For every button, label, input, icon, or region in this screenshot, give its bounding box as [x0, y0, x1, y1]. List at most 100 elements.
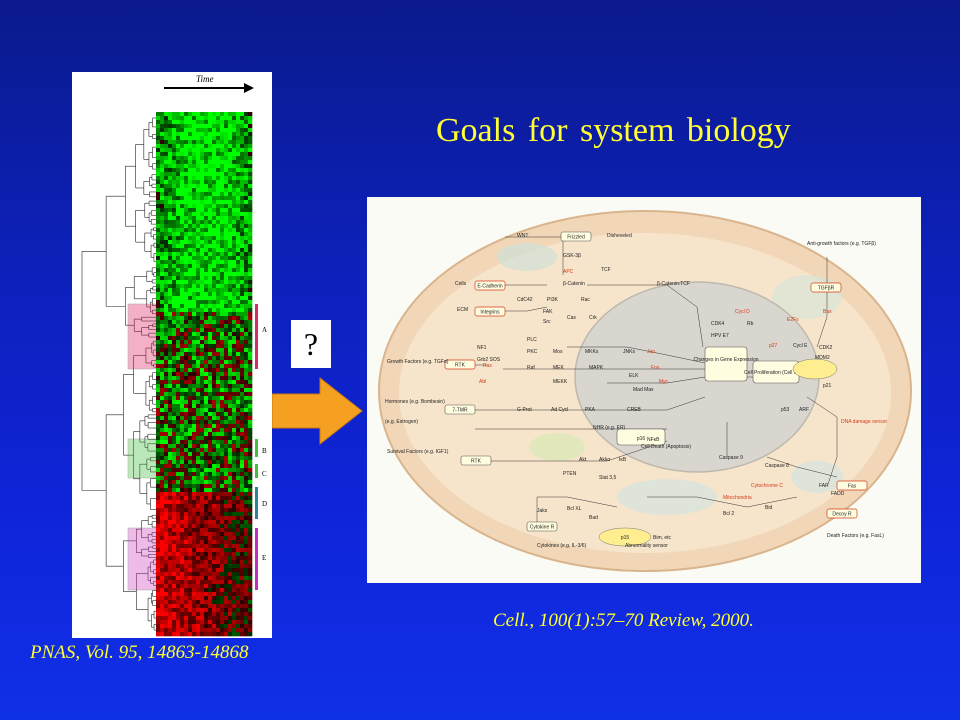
heatmap-cell [220, 376, 225, 381]
heatmap-cell [184, 520, 189, 525]
heatmap-cell [196, 424, 201, 429]
heatmap-cell [164, 360, 169, 365]
heatmap-cell [244, 544, 249, 549]
heatmap-cell [240, 132, 245, 137]
heatmap-cell [160, 292, 165, 297]
heatmap-cell [240, 268, 245, 273]
heatmap-cell [184, 120, 189, 125]
heatmap-cell [180, 524, 185, 529]
cluster-label-a: A [262, 326, 267, 334]
heatmap-cell [188, 488, 193, 493]
heatmap-cell [244, 492, 249, 497]
heatmap-cell [188, 524, 193, 529]
heatmap-cell [164, 140, 169, 145]
heatmap-cell [232, 140, 237, 145]
heatmap-cell [184, 380, 189, 385]
pathway-node-label: p53 [781, 407, 790, 413]
heatmap-cell [236, 392, 241, 397]
heatmap-cell [216, 600, 221, 605]
heatmap-cell [164, 460, 169, 465]
heatmap-cell [172, 136, 177, 141]
heatmap-cell [172, 480, 177, 485]
heatmap-cell [172, 140, 177, 145]
heatmap-cell [164, 188, 169, 193]
heatmap-cell [244, 276, 249, 281]
heatmap-cell [156, 504, 161, 509]
heatmap-cell [204, 264, 209, 269]
heatmap-cell [224, 156, 229, 161]
heatmap-cell [160, 372, 165, 377]
heatmap-cell [184, 292, 189, 297]
pathway-node-label: Cytochrome C [751, 483, 783, 489]
heatmap-cell [196, 232, 201, 237]
heatmap-cell [196, 168, 201, 173]
heatmap-cell [196, 504, 201, 509]
heatmap-cell [216, 128, 221, 133]
heatmap-cell [220, 588, 225, 593]
heatmap-cell [168, 344, 173, 349]
heatmap-cell [240, 560, 245, 565]
pathway-node-label: NHR (e.g. ER) [593, 425, 626, 431]
heatmap-cell [244, 140, 249, 145]
heatmap-cell [200, 520, 205, 525]
heatmap-cell [244, 236, 249, 241]
heatmap-cell [212, 176, 217, 181]
heatmap-cell [196, 452, 201, 457]
heatmap-cell [216, 612, 221, 617]
heatmap-cell [192, 112, 197, 117]
heatmap-cell [236, 368, 241, 373]
heatmap-cell [156, 272, 161, 277]
heatmap-cell [168, 368, 173, 373]
heatmap-cell [164, 296, 169, 301]
heatmap-cell [160, 216, 165, 221]
pathway-node-label: Caspase 8 [765, 463, 789, 469]
heatmap-cell [200, 236, 205, 241]
heatmap-cell [164, 244, 169, 249]
heatmap-cell [204, 488, 209, 493]
heatmap-cell [248, 576, 253, 581]
right-citation: Cell., 100(1):57–70 Review, 2000. [493, 610, 754, 631]
heatmap-cell [236, 260, 241, 265]
heatmap-cell [232, 320, 237, 325]
heatmap-cell [156, 624, 161, 629]
heatmap-cell [160, 232, 165, 237]
heatmap-cell [212, 620, 217, 625]
heatmap-cell [240, 264, 245, 269]
heatmap-cell [236, 620, 241, 625]
heatmap-cell [232, 176, 237, 181]
heatmap-cell [220, 256, 225, 261]
heatmap-cell [176, 392, 181, 397]
heatmap-cell [236, 176, 241, 181]
heatmap-cell [164, 200, 169, 205]
heatmap-cell [168, 484, 173, 489]
heatmap-cell [204, 228, 209, 233]
heatmap-cell [216, 508, 221, 513]
heatmap-cell [224, 592, 229, 597]
heatmap-cell [224, 140, 229, 145]
heatmap-cell [236, 480, 241, 485]
heatmap-cell [248, 376, 253, 381]
heatmap-cell [224, 440, 229, 445]
heatmap-cell [188, 176, 193, 181]
heatmap-cell [240, 332, 245, 337]
heatmap-cell [180, 188, 185, 193]
heatmap-cell [156, 472, 161, 477]
heatmap-cell [232, 232, 237, 237]
heatmap-cell [188, 600, 193, 605]
heatmap-cell [236, 320, 241, 325]
heatmap-cell [208, 376, 213, 381]
heatmap-cell [240, 292, 245, 297]
heatmap-cell [160, 276, 165, 281]
heatmap-cell [240, 500, 245, 505]
heatmap-cell [228, 288, 233, 293]
heatmap-cell [228, 188, 233, 193]
left-citation: PNAS, Vol. 95, 14863-14868 [30, 642, 249, 663]
heatmap-cell [212, 212, 217, 217]
heatmap-cell [224, 296, 229, 301]
heatmap-cell [224, 152, 229, 157]
heatmap-cell [236, 248, 241, 253]
heatmap-cell [172, 532, 177, 537]
heatmap-cell [192, 596, 197, 601]
heatmap-cell [216, 400, 221, 405]
heatmap-cell [208, 340, 213, 345]
